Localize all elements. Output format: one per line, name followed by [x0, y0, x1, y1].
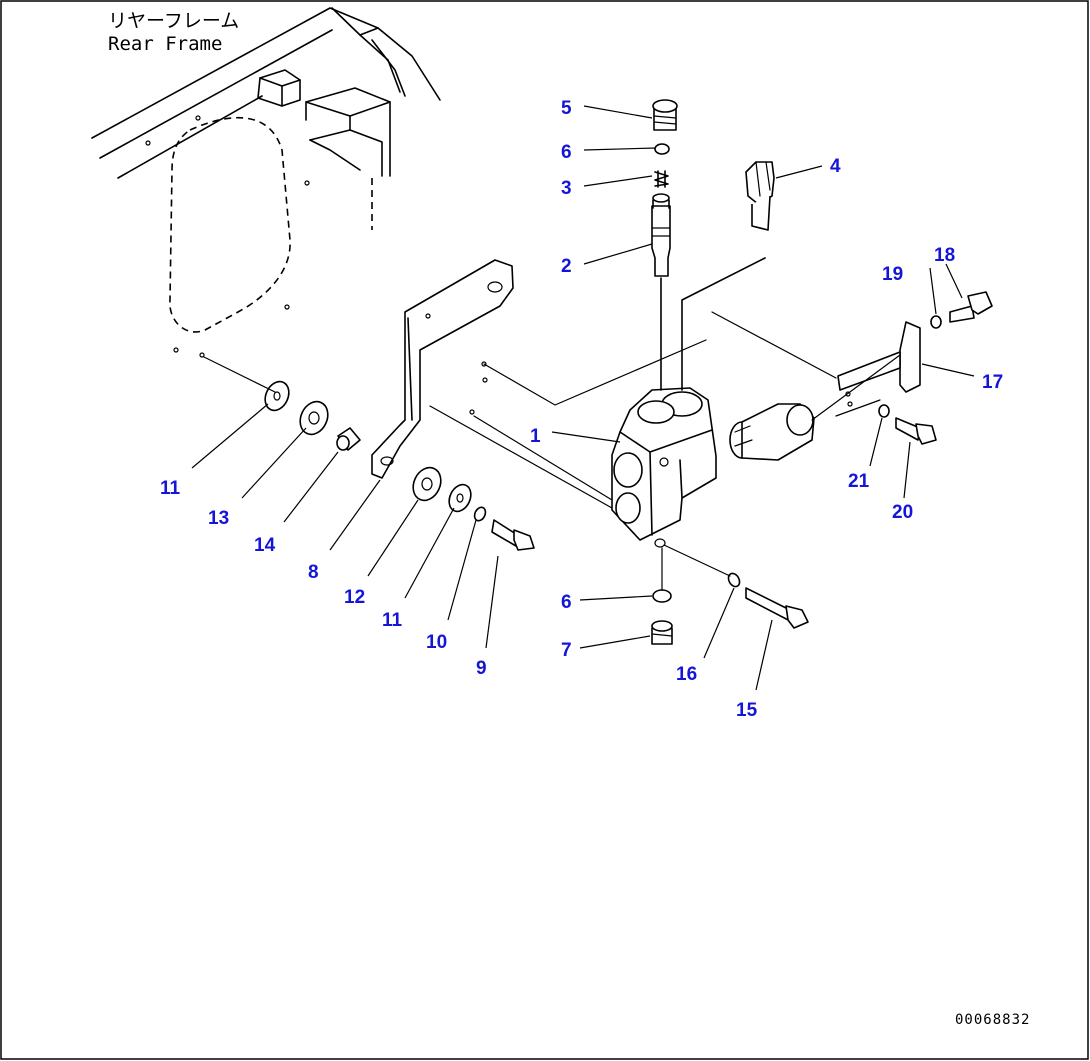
callout-7: 7: [561, 640, 572, 661]
callout-6-bottom: 6: [561, 592, 572, 613]
callout-18: 18: [934, 245, 955, 266]
callout-13: 13: [208, 508, 229, 529]
bushing-part-12: [412, 466, 442, 502]
callout-21: 21: [848, 471, 870, 492]
assembly-lines: [203, 311, 901, 591]
leader-lines: [191, 105, 975, 691]
callout-15: 15: [736, 700, 758, 721]
callout-numbers: 5 6 3 2 4 1 6 7 11 13 14 8 12 11 10 9 16…: [160, 98, 1003, 721]
washer-part-21: [878, 404, 890, 418]
callout-5: 5: [561, 98, 572, 119]
bushing-part-13: [299, 400, 329, 436]
washer-part-19: [930, 315, 942, 329]
callout-17: 17: [982, 372, 1003, 393]
callout-16: 16: [676, 664, 697, 685]
rear-frame: [91, 7, 441, 358]
callout-20: 20: [892, 502, 913, 523]
lock-washer-part-10: [473, 506, 487, 522]
plug-part-5: [652, 99, 678, 131]
callout-11-right: 11: [382, 610, 403, 631]
o-ring-part-6-bottom: [652, 589, 672, 603]
bolt-part-18: [949, 291, 993, 323]
spring-part-3: [654, 170, 669, 188]
elbow-fitting: [729, 403, 815, 461]
spacer-part-14: [336, 427, 361, 451]
o-ring-part-6-top: [654, 143, 670, 155]
callout-12: 12: [344, 587, 365, 608]
bolt-part-9: [491, 519, 535, 551]
valve-body-part-1: [611, 387, 717, 548]
callout-4: 4: [830, 156, 841, 177]
callout-19: 19: [882, 264, 903, 285]
spool-part-2: [651, 193, 766, 391]
drawing-code: 00068832: [955, 1012, 1030, 1028]
callout-8: 8: [308, 562, 319, 583]
bracket-part-8: [371, 259, 514, 479]
title-japanese: リヤーフレーム: [108, 10, 239, 32]
fitting-part-4: [745, 161, 775, 231]
callout-14: 14: [254, 535, 276, 556]
callout-2: 2: [561, 256, 572, 277]
callout-1: 1: [530, 426, 541, 447]
callout-10: 10: [426, 632, 447, 653]
title-english: Rear Frame: [108, 33, 222, 55]
bracket-part-17: [837, 321, 921, 407]
callout-9: 9: [476, 658, 487, 679]
bolt-part-15: [745, 587, 809, 629]
plug-part-7: [651, 620, 673, 645]
callout-11-left: 11: [160, 478, 181, 499]
washer-part-11-upper: [264, 380, 290, 412]
bolt-part-20: [895, 417, 937, 445]
callout-6-top: 6: [561, 142, 572, 163]
washer-part-16: [727, 572, 741, 588]
washer-part-11-lower: [448, 483, 472, 513]
callout-3: 3: [561, 178, 572, 199]
